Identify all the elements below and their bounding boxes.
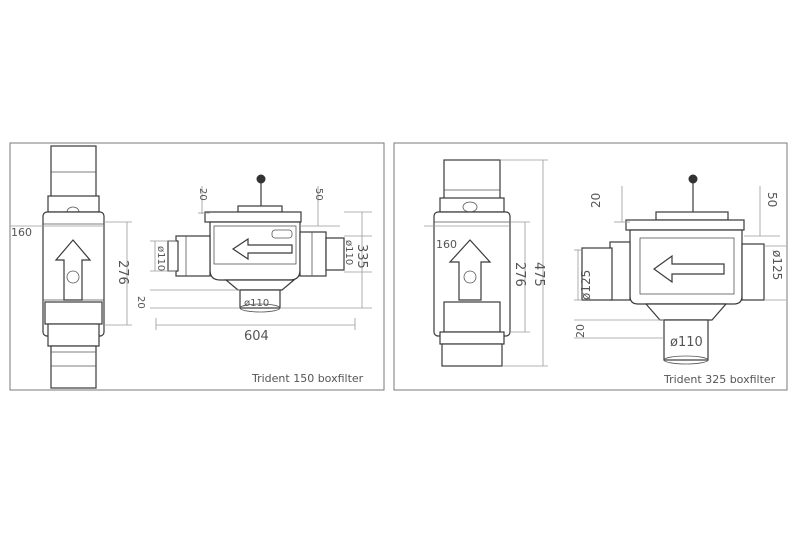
panel-frame <box>393 142 788 391</box>
side-view <box>167 174 345 313</box>
arrow-up-icon <box>54 239 92 301</box>
dim-right-offset: 50 <box>765 192 779 207</box>
dim-top-offset: 20 <box>589 193 603 208</box>
front-view <box>433 159 511 367</box>
dim-right-offset: 50 <box>313 188 324 201</box>
dim-bottom-offset: 20 <box>574 324 587 338</box>
dim-top-offset: 20 <box>197 188 208 201</box>
dim-bottom-dia: ø110 <box>670 335 703 350</box>
side-view <box>581 174 765 365</box>
arrow-left-icon <box>231 237 293 261</box>
caption: Trident 325 boxfilter <box>663 373 776 386</box>
panel-frame <box>9 142 385 391</box>
dim-bottom-dia: ø110 <box>244 298 269 309</box>
dim-length: 604 <box>244 329 269 344</box>
arrow-up-icon <box>448 239 492 301</box>
dim-height-side: 335 <box>354 244 369 269</box>
dim-width-front: 160 <box>436 238 457 251</box>
dim-bottom-offset: 20 <box>135 296 146 309</box>
caption: Trident 150 boxfilter <box>251 372 364 385</box>
dim-outlet-dia: ø110 <box>343 240 354 265</box>
front-view <box>42 145 105 389</box>
dim-width-front: 160 <box>11 226 32 239</box>
panel-trident-325: 160 276 475 20 <box>393 142 788 391</box>
panel-trident-150: 160 276 <box>9 142 385 391</box>
dim-height-total: 475 <box>531 262 546 287</box>
dim-outlet-dia: ø125 <box>770 250 784 280</box>
dim-height-front: 276 <box>115 260 130 285</box>
dim-inlet-dia: ø110 <box>155 246 166 271</box>
arrow-left-icon <box>652 254 725 284</box>
dim-height-front: 276 <box>512 262 527 287</box>
dim-inlet-dia: ø125 <box>579 270 593 300</box>
